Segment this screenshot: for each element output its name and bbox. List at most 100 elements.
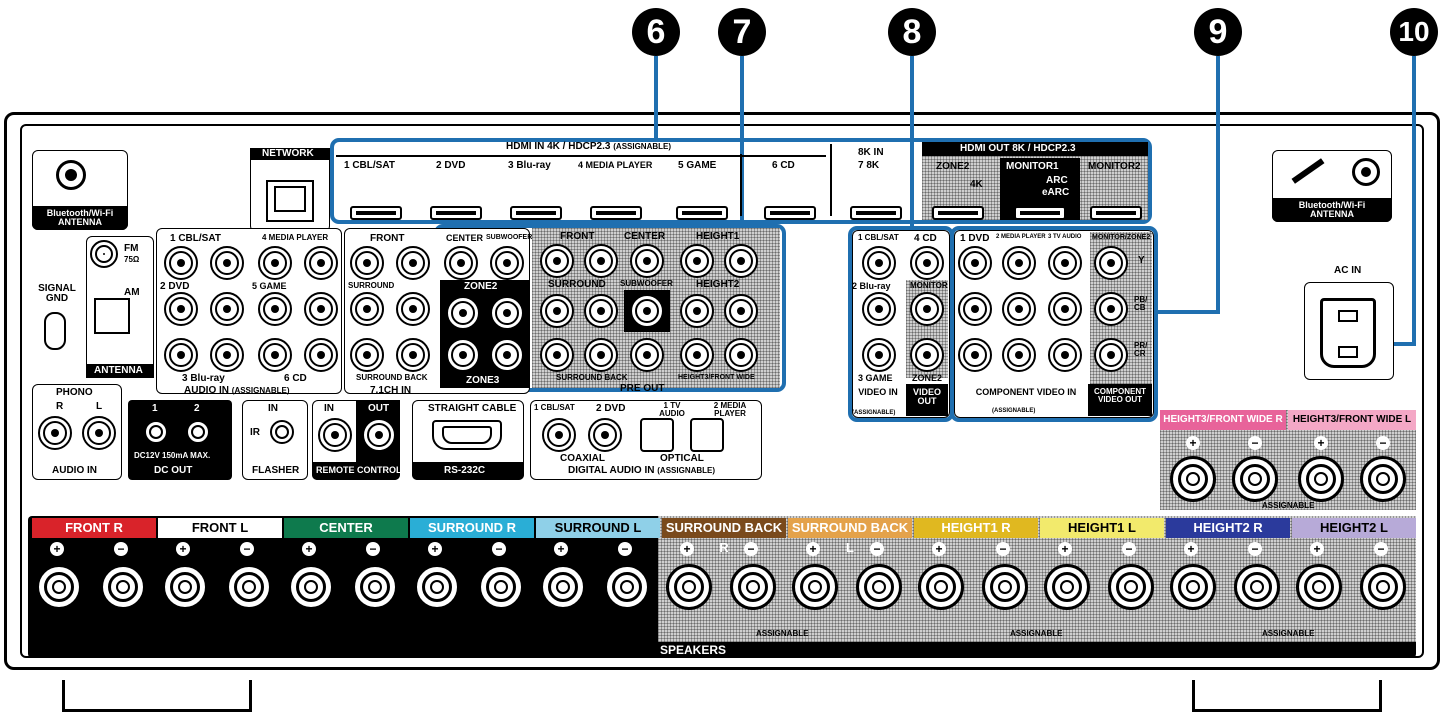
height3-r-plus-terminal[interactable]: [1170, 456, 1216, 502]
audio-in-jack-1r[interactable]: [164, 246, 198, 280]
comp-1-pr[interactable]: [958, 338, 992, 372]
speaker-5-minus-terminal[interactable]: [730, 564, 776, 610]
audio-in-jack-2l[interactable]: [210, 292, 244, 326]
remote-out-jack[interactable]: [362, 418, 396, 452]
speaker-0-plus-terminal[interactable]: [36, 564, 82, 610]
video-in-jack-4[interactable]: [910, 246, 944, 280]
speaker-8-minus-terminal[interactable]: [1108, 564, 1154, 610]
speaker-9-minus-terminal[interactable]: [1234, 564, 1280, 610]
video-in-jack-3[interactable]: [862, 338, 896, 372]
audio-in-jack-2r[interactable]: [164, 292, 198, 326]
speaker-0-minus-terminal[interactable]: [100, 564, 146, 610]
comp-3-y[interactable]: [1048, 246, 1082, 280]
speaker-4-plus-terminal[interactable]: [540, 564, 586, 610]
flasher-jack[interactable]: [270, 420, 294, 444]
ch71-center-jack[interactable]: [444, 246, 478, 280]
audio-in-jack-6l[interactable]: [304, 338, 338, 372]
audio-in-jack-5l[interactable]: [304, 292, 338, 326]
comp-3-pr[interactable]: [1048, 338, 1082, 372]
speaker-6-minus-terminal[interactable]: [856, 564, 902, 610]
preout-height2-r-jack[interactable]: [680, 294, 714, 328]
audio-in-jack-3r[interactable]: [164, 338, 198, 372]
preout-h3-r-jack[interactable]: [680, 338, 714, 372]
speaker-5-plus-terminal[interactable]: [666, 564, 712, 610]
comp-mon-y[interactable]: [1094, 246, 1128, 280]
preout-surround-r-jack[interactable]: [540, 294, 574, 328]
zone3-l-jack[interactable]: [490, 338, 524, 372]
preout-sb-l-jack[interactable]: [584, 338, 618, 372]
zone2-r-jack[interactable]: [446, 296, 480, 330]
hdmi-in-7[interactable]: [850, 206, 902, 220]
speaker-7-plus-terminal[interactable]: [918, 564, 964, 610]
preout-sb-r-jack[interactable]: [540, 338, 574, 372]
comp-3-pb[interactable]: [1048, 292, 1082, 326]
hdmi-out-monitor2-port[interactable]: [1090, 206, 1142, 220]
antenna-connector-icon[interactable]: [56, 160, 86, 190]
video-zone2-jack[interactable]: [910, 338, 944, 372]
speaker-2-plus-terminal[interactable]: [288, 564, 334, 610]
hdmi-out-zone2-port[interactable]: [932, 206, 984, 220]
speaker-7-minus-terminal[interactable]: [982, 564, 1028, 610]
hdmi-in-4[interactable]: [590, 206, 642, 220]
ch71-surroundback-r-jack[interactable]: [350, 338, 384, 372]
ch71-surround-l-jack[interactable]: [396, 292, 430, 326]
preout-sub2-jack[interactable]: [630, 338, 664, 372]
comp-1-pb[interactable]: [958, 292, 992, 326]
phono-l-jack[interactable]: [82, 416, 116, 450]
speaker-3-minus-terminal[interactable]: [478, 564, 524, 610]
optical-port-2[interactable]: [690, 418, 724, 452]
hdmi-in-5[interactable]: [676, 206, 728, 220]
dc-out-jack-1[interactable]: [144, 420, 168, 444]
comp-2-y[interactable]: [1002, 246, 1036, 280]
video-in-jack-2[interactable]: [862, 292, 896, 326]
audio-in-jack-5r[interactable]: [258, 292, 292, 326]
audio-in-jack-3l[interactable]: [210, 338, 244, 372]
speaker-8-plus-terminal[interactable]: [1044, 564, 1090, 610]
speaker-3-plus-terminal[interactable]: [414, 564, 460, 610]
preout-height1-l-jack[interactable]: [724, 244, 758, 278]
coaxial-jack-1[interactable]: [542, 418, 576, 452]
speaker-10-minus-terminal[interactable]: [1360, 564, 1406, 610]
speaker-2-minus-terminal[interactable]: [352, 564, 398, 610]
zone2-l-jack[interactable]: [490, 296, 524, 330]
ch71-front-r-jack[interactable]: [350, 246, 384, 280]
speaker-6-plus-terminal[interactable]: [792, 564, 838, 610]
hdmi-in-6[interactable]: [764, 206, 816, 220]
video-in-jack-1[interactable]: [862, 246, 896, 280]
hdmi-in-2[interactable]: [430, 206, 482, 220]
comp-2-pb[interactable]: [1002, 292, 1036, 326]
audio-in-jack-6r[interactable]: [258, 338, 292, 372]
height3-l-minus-terminal[interactable]: [1360, 456, 1406, 502]
preout-surround-l-jack[interactable]: [584, 294, 618, 328]
preout-front-l-jack[interactable]: [584, 244, 618, 278]
speaker-1-minus-terminal[interactable]: [226, 564, 272, 610]
preout-height2-l-jack[interactable]: [724, 294, 758, 328]
preout-subwoofer-jack[interactable]: [630, 294, 664, 328]
preout-h3-l-jack[interactable]: [724, 338, 758, 372]
hdmi-out-monitor1-port[interactable]: [1014, 206, 1066, 220]
preout-front-r-jack[interactable]: [540, 244, 574, 278]
height3-r-minus-terminal[interactable]: [1232, 456, 1278, 502]
audio-in-jack-1l[interactable]: [210, 246, 244, 280]
optical-port-1[interactable]: [640, 418, 674, 452]
am-antenna-terminal[interactable]: [94, 298, 130, 334]
dc-out-jack-2[interactable]: [186, 420, 210, 444]
comp-mon-pr[interactable]: [1094, 338, 1128, 372]
signal-gnd-terminal[interactable]: [44, 312, 66, 350]
speaker-10-plus-terminal[interactable]: [1296, 564, 1342, 610]
remote-in-jack[interactable]: [318, 418, 352, 452]
hdmi-in-3[interactable]: [510, 206, 562, 220]
phono-r-jack[interactable]: [38, 416, 72, 450]
speaker-9-plus-terminal[interactable]: [1170, 564, 1216, 610]
fm-antenna-jack[interactable]: [90, 240, 118, 268]
zone3-r-jack[interactable]: [446, 338, 480, 372]
audio-in-jack-4l[interactable]: [304, 246, 338, 280]
audio-in-jack-4r[interactable]: [258, 246, 292, 280]
ch71-surround-r-jack[interactable]: [350, 292, 384, 326]
video-monitor-jack[interactable]: [910, 292, 944, 326]
comp-mon-pb[interactable]: [1094, 292, 1128, 326]
hdmi-in-1[interactable]: [350, 206, 402, 220]
ch71-surroundback-l-jack[interactable]: [396, 338, 430, 372]
coaxial-jack-2[interactable]: [588, 418, 622, 452]
ch71-subwoofer-jack[interactable]: [490, 246, 524, 280]
